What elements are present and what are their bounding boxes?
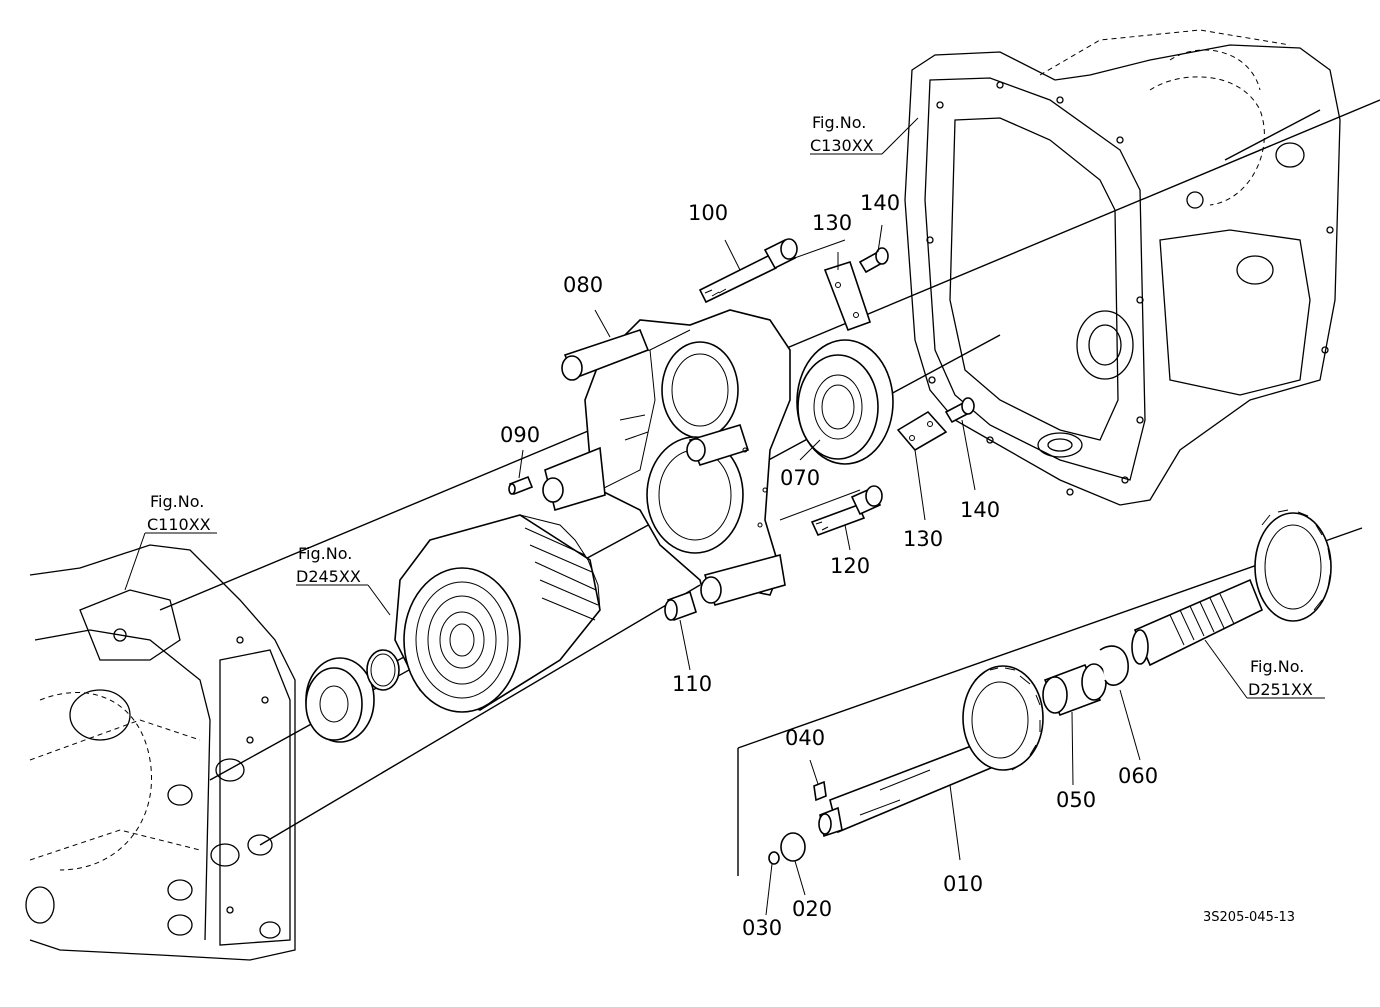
ref-c130-label: Fig.No.	[812, 113, 866, 132]
part-110-collar	[664, 590, 697, 622]
front-snap-ring	[366, 649, 400, 691]
part-090-pin	[508, 475, 534, 496]
callout-140-upper: 140	[860, 191, 900, 215]
part-030-ball	[768, 851, 780, 865]
ref-c110-code: C110XX	[147, 515, 211, 534]
part-100-bolt	[698, 238, 798, 304]
ref-d245-code: D245XX	[296, 567, 361, 586]
callout-060: 060	[1118, 764, 1158, 788]
callout-100: 100	[688, 201, 728, 225]
callout-040: 040	[785, 726, 825, 750]
leader-lines	[124, 117, 1325, 916]
part-060-snap-ring	[1099, 645, 1129, 686]
ref-c110-label: Fig.No.	[150, 492, 204, 511]
part-040-pin	[813, 780, 827, 802]
part-130-plate-lower	[896, 410, 948, 452]
callout-140-lower: 140	[960, 498, 1000, 522]
front-bearing	[305, 657, 375, 743]
figure-references: Fig.No. C130XX Fig.No. C110XX Fig.No. D2…	[147, 113, 1313, 699]
ref-d245-label: Fig.No.	[298, 544, 352, 563]
part-020-oring	[780, 832, 806, 862]
part-080-bracket	[542, 309, 791, 606]
callout-120: 120	[830, 554, 870, 578]
callout-010: 010	[943, 872, 983, 896]
callout-050: 050	[1056, 788, 1096, 812]
callout-labels: 080 100 130 140 090 070 120 130 140 110 …	[500, 191, 1158, 940]
callout-130-upper: 130	[812, 211, 852, 235]
callout-080: 080	[563, 273, 603, 297]
callout-020: 020	[792, 897, 832, 921]
part-140-screw-upper	[858, 247, 889, 274]
part-070-bearing	[796, 339, 894, 465]
part-130-plate-upper	[823, 260, 872, 332]
ref-c130-code: C130XX	[810, 136, 874, 155]
rear-housing	[904, 29, 1341, 506]
ref-d251-code: D251XX	[1248, 680, 1313, 699]
callout-070: 070	[780, 466, 820, 490]
part-050-needle-bearing	[1042, 663, 1107, 717]
clutch-pack-assembly	[394, 514, 601, 713]
ref-d251-label: Fig.No.	[1250, 657, 1304, 676]
front-housing	[25, 544, 296, 961]
callout-030: 030	[742, 916, 782, 940]
part-120-bolt	[810, 485, 883, 537]
callout-110: 110	[672, 672, 712, 696]
diagram-code: 3S205-045-13	[1203, 910, 1295, 925]
part-010-shaft	[818, 665, 1044, 838]
assembly-axes	[159, 99, 1380, 876]
splined-shaft-assembly	[1131, 509, 1332, 667]
callout-130-lower: 130	[903, 527, 943, 551]
part-140-screw-lower	[944, 397, 975, 424]
callout-090: 090	[500, 423, 540, 447]
